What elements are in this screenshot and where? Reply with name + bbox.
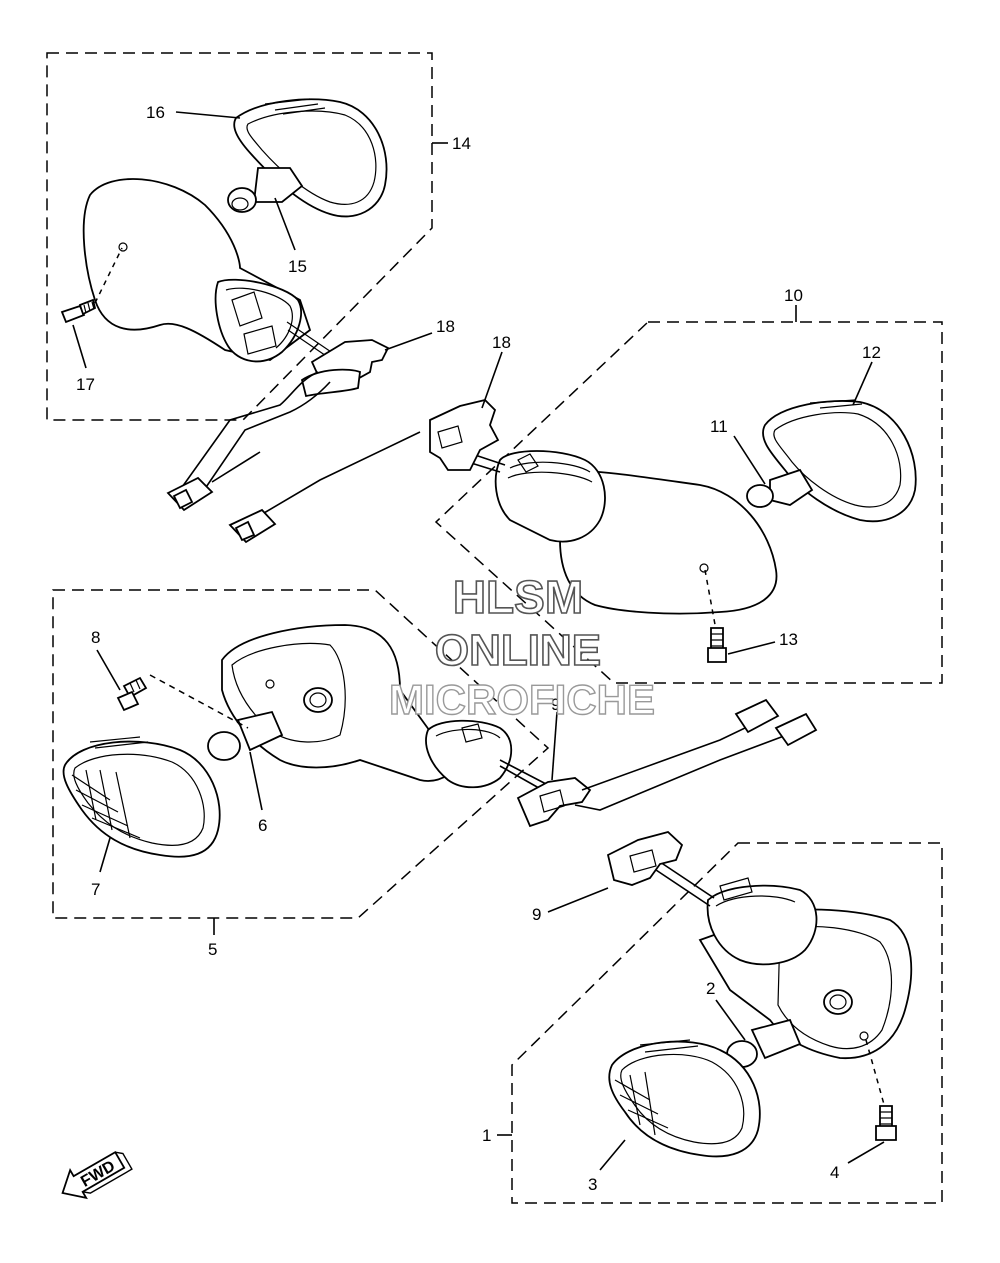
- signal-assembly-10: [429, 399, 917, 663]
- group-box-10: [434, 321, 943, 684]
- callout-15: 15: [288, 257, 307, 276]
- callout-1: 1: [482, 1126, 491, 1145]
- watermark-line-1: HLSM: [453, 571, 583, 623]
- watermark-line-2: ONLINE: [435, 626, 601, 675]
- callout-labels: 16 14 15 17 18 18 10 12 11 13 8 6 7 5 9 …: [76, 103, 881, 1194]
- callout-12: 12: [862, 343, 881, 362]
- callout-18-right: 18: [492, 333, 511, 352]
- callout-16: 16: [146, 103, 165, 122]
- callout-3: 3: [588, 1175, 597, 1194]
- fwd-arrow-icon: FWD: [61, 1150, 133, 1200]
- callout-17: 17: [76, 375, 95, 394]
- group-box-1: [511, 842, 943, 1204]
- callout-7: 7: [91, 880, 100, 899]
- callout-18-left: 18: [436, 317, 455, 336]
- callout-8: 8: [91, 628, 100, 647]
- callout-11: 11: [710, 417, 728, 436]
- leader-lines: [72, 111, 885, 1171]
- watermark-line-3: MICROFICHE: [389, 676, 655, 723]
- signal-assembly-1: [606, 831, 913, 1158]
- callout-13: 13: [779, 630, 798, 649]
- watermark: HLSM ONLINE MICROFICHE: [388, 570, 655, 724]
- group-box-14: [46, 52, 433, 421]
- callout-14: 14: [452, 134, 471, 153]
- callout-9-upper: 9: [551, 695, 560, 714]
- callout-6: 6: [258, 816, 267, 835]
- callout-10: 10: [784, 286, 803, 305]
- signal-assembly-14: [60, 98, 421, 544]
- callout-2: 2: [706, 979, 715, 998]
- callout-4: 4: [830, 1163, 839, 1182]
- callout-5: 5: [208, 940, 217, 959]
- group-box-5: [52, 589, 550, 919]
- signal-assembly-5: [62, 624, 818, 858]
- callout-9-lower: 9: [532, 905, 541, 924]
